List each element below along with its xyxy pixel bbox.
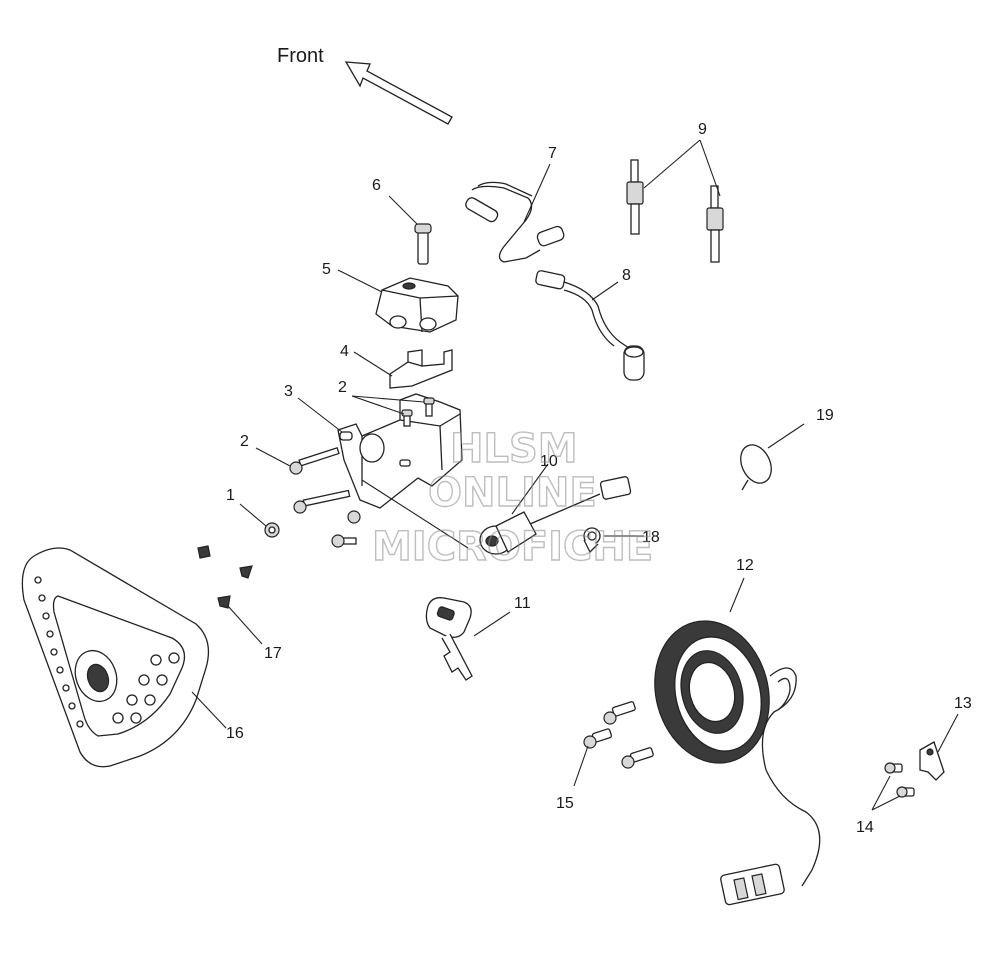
callout-8: 8 [622,267,631,284]
callout-6: 6 [372,177,381,194]
callout-2-a: 2 [240,433,249,450]
part-16-headlight-cover[interactable] [21,547,210,768]
callout-10: 10 [540,453,558,470]
watermark-line-3: MICROFICHE [372,524,653,570]
callout-14: 14 [856,819,874,836]
part-12-stator[interactable] [639,608,821,906]
callout-15: 15 [556,795,574,812]
part-18-clip[interactable] [583,527,601,554]
part-17-clips[interactable] [197,545,253,609]
callout-16: 16 [226,725,244,742]
part-19-cable-tie[interactable] [735,440,777,491]
part-10-ignition-switch[interactable] [479,476,632,555]
part-6-bolt[interactable] [414,223,432,265]
callout-13: 13 [954,695,972,712]
part-4-bracket[interactable] [389,349,453,389]
part-15-screws[interactable] [583,701,654,769]
callout-7: 7 [548,145,557,162]
part-7-spark-plug-wire[interactable] [464,181,565,263]
callout-3: 3 [284,383,293,400]
part-9-spark-plugs[interactable] [626,159,724,263]
watermark-line-1: HLSM [450,426,578,472]
front-label: Front [277,45,324,67]
part-3-mounting-bracket[interactable] [337,393,463,509]
part-11-key[interactable] [425,597,473,681]
part-2-screws[interactable] [289,397,435,475]
callout-17: 17 [264,645,282,662]
part-8-spark-plug-lead[interactable] [535,270,645,381]
callout-9: 9 [698,121,707,138]
part-1-bolts[interactable] [264,489,361,548]
callout-2-b: 2 [338,379,347,396]
front-arrow-icon [344,61,453,125]
watermark-line-2: ONLINE [428,470,597,516]
callout-11: 11 [514,595,531,612]
part-14-screws[interactable] [884,762,915,798]
callout-1: 1 [226,487,235,504]
watermark: HLSM ONLINE MICROFICHE [371,425,654,570]
callout-12: 12 [736,557,754,574]
part-13-clamp[interactable] [919,741,945,781]
callout-labels: 1 2 2 2 3 4 5 6 7 8 9 10 11 12 13 14 15 … [226,121,972,836]
part-5-ignition-coil[interactable] [375,277,459,333]
callout-19: 19 [816,407,834,424]
callout-18: 18 [642,529,660,546]
callout-5: 5 [322,261,331,278]
callout-4: 4 [340,343,349,360]
